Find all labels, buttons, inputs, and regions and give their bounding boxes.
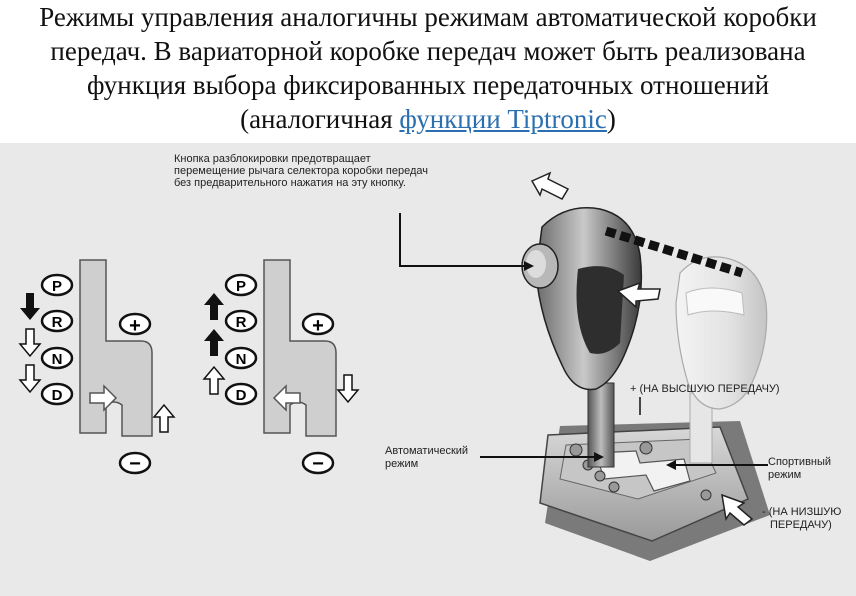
shifter-plate-slot: [595, 450, 691, 492]
upshift-label: + (НА ВЫСШУЮ ПЕРЕДАЧУ): [630, 383, 780, 396]
leader-arrowhead-icon: [594, 452, 604, 462]
gate-left-gear-r: R: [40, 309, 74, 333]
gate-right: P R N D + −: [202, 259, 360, 475]
gear-letter-n: N: [52, 351, 63, 368]
gear-selector-diagram: P R N D + −: [0, 143, 856, 596]
sport-mode-label-line-1: Спортивный: [768, 456, 832, 468]
gate-left-gear-p: P: [40, 273, 74, 297]
plate-marker-d: [608, 481, 620, 493]
heading-line-4-prefix: (аналогичная: [240, 104, 400, 134]
gear-letter-n: N: [236, 351, 247, 368]
heading-line-4-suffix: ): [606, 104, 616, 134]
auto-mode-label: Автоматический режим: [385, 445, 468, 471]
tiptronic-link[interactable]: функции Tiptronic: [399, 104, 607, 134]
gear-letter-p: P: [236, 278, 246, 295]
downshift-label: - (НА НИЗШУЮ ПЕРЕДАЧУ): [762, 506, 841, 532]
up-arrow-outline-icon: [202, 365, 226, 395]
gear-letter-d: D: [52, 387, 63, 404]
gear-letter-p: P: [52, 278, 62, 295]
unlock-note-line-3: без предварительного нажатия на эту кноп…: [174, 177, 406, 189]
gear-letter-r: R: [52, 314, 63, 331]
diagram-canvas: P R N D + −: [18, 171, 770, 561]
gate-right-minus: −: [301, 451, 335, 475]
down-arrow-outline-icon: [18, 364, 42, 394]
gate-left-gear-n: N: [40, 346, 74, 370]
gate-left: P R N D + −: [18, 259, 176, 475]
gate-right-plus: +: [301, 312, 335, 337]
heading-line-4: (аналогичная функции Tiptronic): [0, 102, 856, 136]
gear-letter-d: D: [236, 387, 247, 404]
unlock-note-line-2: перемещение рычага селектора коробки пер…: [174, 165, 428, 177]
sideways-arrow-icon: [616, 281, 661, 309]
gate-right-gear-d: D: [224, 382, 258, 406]
down-arrow-outline-icon: [18, 328, 42, 358]
unlock-note-line-1: Кнопка разблокировки предотвращает: [174, 153, 371, 165]
left-arrow-icon: [272, 384, 301, 412]
gate-right-gear-r: R: [224, 309, 258, 333]
plus-symbol: +: [129, 315, 141, 337]
backward-tilt-arrow-icon: [721, 493, 754, 526]
upshift-label-text: + (НА ВЫСШУЮ ПЕРЕДАЧУ): [630, 383, 780, 395]
minus-symbol: −: [312, 453, 324, 475]
heading-line-1: Режимы управления аналогичны режимам авт…: [39, 2, 817, 32]
shifter-illustration: [399, 171, 770, 561]
plus-symbol: +: [312, 315, 324, 337]
plate-marker-p: [569, 443, 583, 457]
slide-heading: Режимы управления аналогичны режимам авт…: [0, 0, 856, 140]
downshift-label-line-2: ПЕРЕДАЧУ): [770, 519, 832, 531]
downshift-label-line-1: - (НА НИЗШУЮ: [762, 506, 842, 518]
plate-marker-n: [594, 470, 606, 482]
motion-dash-band: [604, 226, 744, 278]
gate-left-slot: [79, 259, 153, 437]
right-arrow-icon: [89, 384, 118, 412]
sport-mode-label-line-2: режим: [768, 469, 802, 481]
down-arrow-outline-icon: [336, 374, 360, 404]
heading-line-2: передач. В вариаторной коробке передач м…: [50, 36, 806, 66]
shifter-knob-auto: [521, 207, 643, 468]
auto-mode-label-line-2: режим: [385, 458, 419, 470]
unlock-leader-line: [399, 213, 524, 267]
up-arrow-solid-icon: [204, 329, 224, 356]
gate-left-gear-d: D: [40, 382, 74, 406]
shifter-knob-sport: [675, 256, 768, 464]
plate-marker-minus: [700, 489, 712, 501]
minus-symbol: −: [129, 453, 141, 475]
gate-right-gear-n: N: [224, 346, 258, 370]
heading-line-3: функция выбора фиксированных передаточны…: [86, 70, 770, 100]
gate-right-slot: [263, 259, 337, 437]
leader-arrowhead-icon: [524, 261, 534, 271]
leader-arrowhead-icon: [666, 460, 676, 470]
sport-mode-label: Спортивный режим: [768, 456, 831, 482]
down-arrow-solid-icon: [20, 293, 40, 320]
up-arrow-outline-icon: [152, 403, 176, 433]
unlock-button-note: Кнопка разблокировки предотвращает перем…: [174, 153, 428, 189]
gate-left-minus: −: [118, 451, 152, 475]
plate-marker-plus: [639, 441, 653, 455]
gate-right-gear-p: P: [224, 273, 258, 297]
gear-letter-r: R: [236, 314, 247, 331]
gate-left-plus: +: [118, 312, 152, 337]
up-arrow-solid-icon: [204, 293, 224, 320]
auto-mode-label-line-1: Автоматический: [385, 445, 469, 457]
forward-tilt-arrow-icon: [530, 171, 570, 200]
